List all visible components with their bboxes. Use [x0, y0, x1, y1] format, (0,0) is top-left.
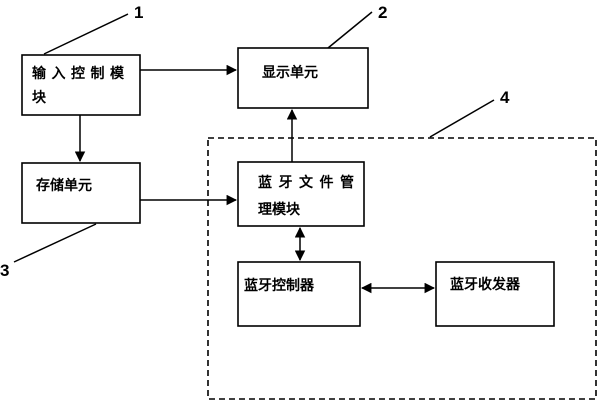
bt-file-mgmt-label-line2: 理模块 — [258, 201, 301, 218]
bluetooth-module-region — [207, 137, 597, 400]
callout-3-number: 3 — [0, 261, 9, 280]
bt-transceiver-box — [435, 261, 555, 327]
callout-2-leader — [327, 11, 373, 49]
callout-2-number: 2 — [378, 3, 387, 22]
callout-3-leader — [13, 223, 97, 263]
bt-transceiver-node: 蓝牙收发器 — [435, 261, 555, 327]
bt-controller-label: 蓝牙控制器 — [244, 277, 315, 294]
bt-transceiver-label: 蓝牙收发器 — [450, 276, 521, 293]
callout-1-leader — [43, 13, 129, 55]
bt-file-mgmt-node: 蓝牙文件管 理模块 — [237, 161, 365, 227]
storage-unit-node: 存储单元 — [21, 162, 141, 224]
bt-file-mgmt-box — [237, 161, 365, 227]
callout-4-leader — [429, 99, 495, 138]
input-control-label-line2: 块 — [32, 90, 47, 106]
storage-unit-box — [21, 162, 141, 224]
callout-1-number: 1 — [134, 3, 143, 22]
input-control-node: 输入控制模 块 — [21, 54, 141, 116]
bt-controller-node: 蓝牙控制器 — [237, 261, 361, 327]
callout-4-number: 4 — [500, 88, 510, 107]
display-unit-box — [237, 47, 369, 109]
display-unit-node: 显示单元 — [237, 47, 369, 109]
display-unit-label: 显示单元 — [262, 64, 318, 81]
input-control-box — [21, 54, 141, 116]
storage-unit-label: 存储单元 — [36, 177, 92, 194]
input-control-label-line1: 输入控制模 — [32, 65, 125, 82]
bt-controller-box — [237, 261, 361, 327]
bt-file-mgmt-label-line1: 蓝牙文件管 — [258, 174, 354, 191]
